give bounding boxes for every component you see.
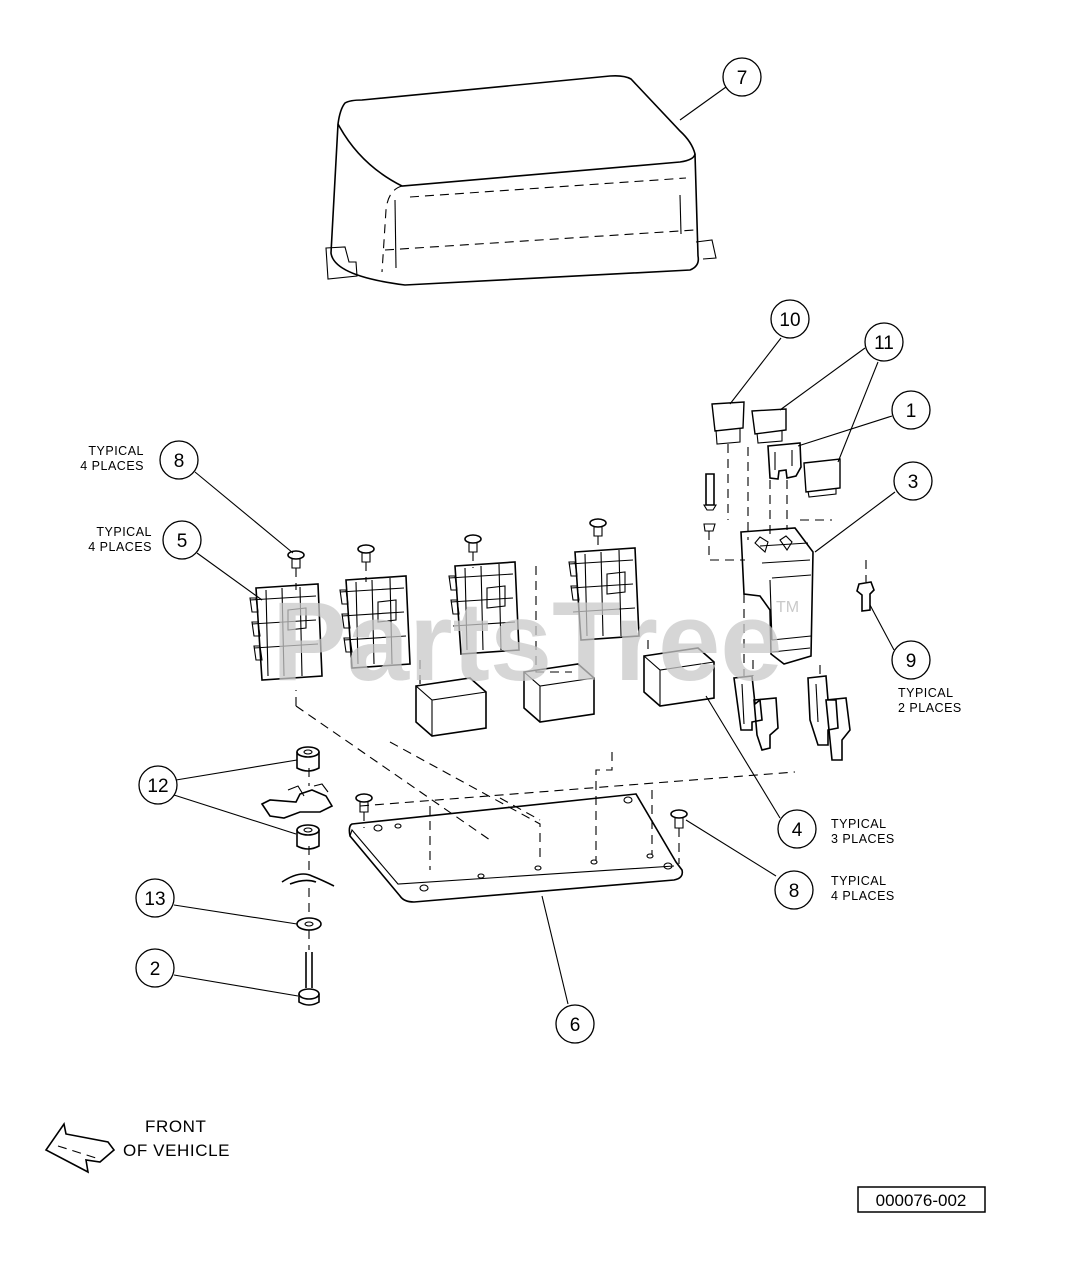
callout-6: 6 bbox=[555, 1004, 595, 1044]
svg-text:5: 5 bbox=[177, 531, 188, 552]
fuse-block-pin-part bbox=[856, 560, 875, 612]
reference-number-box: 000076-002 bbox=[857, 1186, 986, 1213]
svg-text:TYPICAL: TYPICAL bbox=[88, 444, 144, 458]
note-item9: TYPICAL 2 PLACES bbox=[898, 686, 962, 715]
svg-text:OF VEHICLE: OF VEHICLE bbox=[123, 1141, 230, 1160]
fuse-block-part bbox=[703, 473, 851, 761]
cover-part bbox=[325, 75, 717, 286]
svg-text:8: 8 bbox=[174, 451, 185, 472]
svg-text:TYPICAL: TYPICAL bbox=[898, 686, 954, 700]
svg-text:4: 4 bbox=[792, 820, 803, 841]
note-item4: TYPICAL 3 PLACES bbox=[831, 817, 895, 846]
svg-text:10: 10 bbox=[779, 310, 800, 331]
svg-text:13: 13 bbox=[144, 889, 165, 910]
callout-1: 1 bbox=[891, 390, 931, 430]
svg-text:TYPICAL: TYPICAL bbox=[831, 817, 887, 831]
callout-7: 7 bbox=[722, 57, 762, 97]
callout-3: 3 bbox=[893, 461, 933, 501]
base-plate-part bbox=[295, 690, 796, 903]
svg-text:4 PLACES: 4 PLACES bbox=[831, 889, 895, 903]
svg-text:12: 12 bbox=[147, 776, 168, 797]
hardware-stack-part bbox=[260, 746, 335, 1006]
svg-text:TM: TM bbox=[776, 599, 799, 616]
socket-screw-part bbox=[287, 518, 607, 590]
note-item8-top: TYPICAL 4 PLACES bbox=[80, 444, 144, 473]
svg-text:7: 7 bbox=[737, 68, 748, 89]
svg-text:9: 9 bbox=[906, 651, 917, 672]
svg-text:TYPICAL: TYPICAL bbox=[831, 874, 887, 888]
svg-text:4 PLACES: 4 PLACES bbox=[80, 459, 144, 473]
relay-socket-part bbox=[249, 547, 640, 681]
callout-9: 9 bbox=[891, 640, 931, 680]
svg-text:8: 8 bbox=[789, 881, 800, 902]
svg-text:000076-002: 000076-002 bbox=[876, 1191, 967, 1210]
callout-8-bottom: 8 bbox=[774, 870, 814, 910]
fuse-group bbox=[711, 401, 841, 540]
front-of-vehicle-label: FRONT OF VEHICLE bbox=[123, 1117, 230, 1160]
svg-text:6: 6 bbox=[570, 1015, 581, 1036]
front-direction-arrow-icon bbox=[44, 1121, 116, 1174]
callout-5: 5 bbox=[162, 520, 202, 560]
callout-12: 12 bbox=[138, 765, 178, 805]
svg-text:11: 11 bbox=[874, 333, 894, 354]
relay-part bbox=[415, 566, 715, 737]
note-item8-bottom: TYPICAL 4 PLACES bbox=[831, 874, 895, 903]
svg-text:3 PLACES: 3 PLACES bbox=[831, 832, 895, 846]
svg-text:2 PLACES: 2 PLACES bbox=[898, 701, 962, 715]
callout-2: 2 bbox=[135, 948, 175, 988]
callout-11: 11 bbox=[864, 322, 904, 362]
callout-10: 10 bbox=[770, 299, 810, 339]
callout-8-top: 8 bbox=[159, 440, 199, 480]
svg-text:TYPICAL: TYPICAL bbox=[96, 525, 152, 539]
svg-text:3: 3 bbox=[908, 472, 919, 493]
callout-13: 13 bbox=[135, 878, 175, 918]
svg-text:4 PLACES: 4 PLACES bbox=[88, 540, 152, 554]
svg-text:PartsTree: PartsTree bbox=[272, 579, 783, 704]
callout-4: 4 bbox=[777, 809, 817, 849]
leader-lines bbox=[173, 86, 896, 1005]
svg-text:FRONT: FRONT bbox=[145, 1117, 207, 1136]
note-item5: TYPICAL 4 PLACES bbox=[88, 525, 152, 554]
svg-text:2: 2 bbox=[150, 959, 161, 980]
watermark: PartsTree TM bbox=[272, 579, 799, 704]
svg-text:1: 1 bbox=[906, 401, 917, 422]
